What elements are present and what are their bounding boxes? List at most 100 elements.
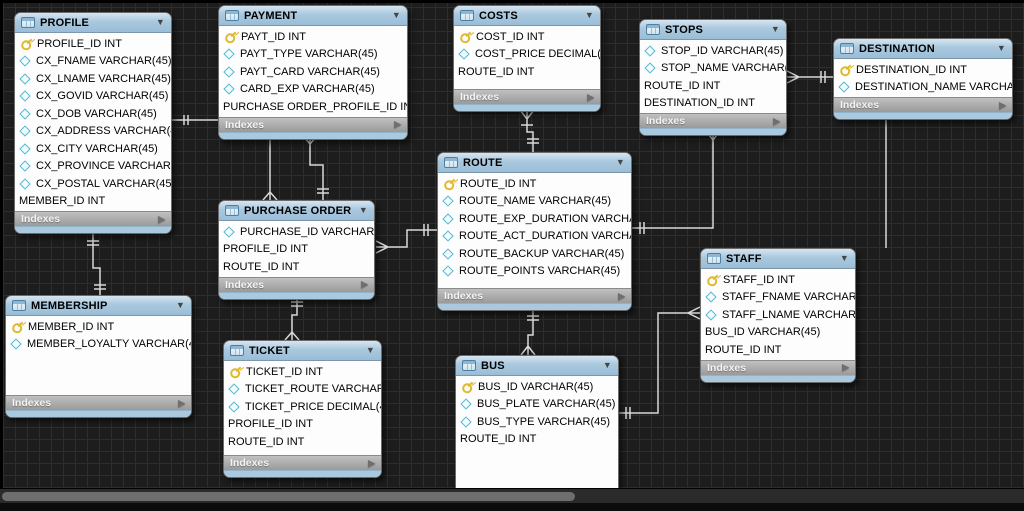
column-row[interactable]: STAFF_FNAME VARCHAR(45) <box>701 289 855 307</box>
indexes-bar[interactable]: Indexes▶ <box>640 113 786 128</box>
table-header[interactable]: STOPS▼ <box>640 20 786 40</box>
column-row[interactable]: DESTINATION_ID INT <box>834 61 1012 79</box>
table-header[interactable]: ROUTE▼ <box>438 153 631 173</box>
indexes-expand-icon[interactable]: ▶ <box>842 362 849 372</box>
relationship-costs-route[interactable] <box>519 109 539 152</box>
column-row[interactable]: TICKET_ROUTE VARCHAR(45) <box>224 381 381 399</box>
collapse-arrow-icon[interactable]: ▼ <box>770 24 780 34</box>
collapse-arrow-icon[interactable]: ▼ <box>584 10 594 20</box>
relationship-purchase-order-route[interactable] <box>375 224 437 254</box>
table-stops[interactable]: STOPS▼ STOP_ID VARCHAR(45)STOP_NAME VARCH… <box>639 19 787 136</box>
table-header[interactable]: DESTINATION▼ <box>834 39 1012 59</box>
column-row[interactable]: BUS_PLATE VARCHAR(45) <box>456 396 618 414</box>
indexes-expand-icon[interactable]: ▶ <box>361 279 368 289</box>
relationship-payment-purchase-order[interactable] <box>302 135 329 200</box>
indexes-bar[interactable]: Indexes▶ <box>219 276 374 292</box>
column-row[interactable]: PROFILE_ID INT <box>224 416 381 434</box>
column-row[interactable]: PAYT_TYPE VARCHAR(45) <box>219 46 407 64</box>
relationship-bus-staff[interactable] <box>619 306 701 419</box>
column-row[interactable]: DESTINATION_ID INT <box>640 95 786 113</box>
indexes-bar[interactable]: Indexes▶ <box>701 359 855 375</box>
column-row[interactable]: ROUTE_ID INT <box>454 63 600 81</box>
indexes-expand-icon[interactable]: ▶ <box>394 119 401 129</box>
table-bus[interactable]: BUS▼ BUS_ID VARCHAR(45)BUS_PLATE VARCHAR(… <box>455 355 619 488</box>
table-header[interactable]: PROFILE▼ <box>15 13 171 33</box>
collapse-arrow-icon[interactable]: ▼ <box>839 253 849 263</box>
column-row[interactable]: CX_PROVINCE VARCHAR(45) <box>15 158 171 176</box>
column-row[interactable]: COST_PRICE DECIMAL(45) <box>454 46 600 64</box>
table-header[interactable]: BUS▼ <box>456 356 618 376</box>
column-row[interactable]: MEMBER_ID INT <box>15 193 171 211</box>
horizontal-scrollbar-track[interactable] <box>0 488 1024 503</box>
column-row[interactable]: STAFF_LNAME VARCHAR(45) <box>701 306 855 324</box>
column-row[interactable]: CX_GOVID VARCHAR(45) <box>15 88 171 106</box>
indexes-expand-icon[interactable]: ▶ <box>618 290 625 301</box>
column-row[interactable]: COST_ID INT <box>454 28 600 46</box>
column-row[interactable]: PROFILE_ID INT <box>219 241 374 259</box>
relationship-profile-membership[interactable] <box>87 234 106 295</box>
column-row[interactable]: PURCHASE_ID VARCHAR(45) <box>219 223 374 241</box>
collapse-arrow-icon[interactable]: ▼ <box>615 157 625 167</box>
relationship-purchase-order-ticket[interactable] <box>284 294 303 341</box>
indexes-bar[interactable]: Indexes▶ <box>438 288 631 303</box>
column-row[interactable]: CX_CITY VARCHAR(45) <box>15 140 171 158</box>
column-row[interactable]: TICKET_ID INT <box>224 363 381 381</box>
indexes-expand-icon[interactable]: ▶ <box>587 91 594 102</box>
horizontal-scrollbar-thumb[interactable] <box>2 492 575 501</box>
indexes-expand-icon[interactable]: ▶ <box>773 115 780 126</box>
column-row[interactable]: CX_FNAME VARCHAR(45) <box>15 53 171 71</box>
column-row[interactable]: STOP_NAME VARCHAR(45) <box>640 60 786 78</box>
table-header[interactable]: PURCHASE ORDER▼ <box>219 201 374 221</box>
collapse-arrow-icon[interactable]: ▼ <box>602 360 612 370</box>
indexes-expand-icon[interactable]: ▶ <box>158 213 165 224</box>
column-row[interactable]: ROUTE_NAME VARCHAR(45) <box>438 193 631 211</box>
collapse-arrow-icon[interactable]: ▼ <box>155 17 165 27</box>
indexes-expand-icon[interactable]: ▶ <box>178 397 185 408</box>
indexes-expand-icon[interactable]: ▶ <box>999 99 1006 110</box>
table-header[interactable]: COSTS▼ <box>454 6 600 26</box>
indexes-bar[interactable]: Indexes▶ <box>219 116 407 132</box>
column-row[interactable]: ROUTE_ID INT <box>438 175 631 193</box>
column-row[interactable]: STOP_ID VARCHAR(45) <box>640 42 786 60</box>
indexes-bar[interactable]: Indexes▶ <box>6 395 191 410</box>
column-row[interactable]: BUS_ID VARCHAR(45) <box>701 324 855 342</box>
table-header[interactable]: MEMBERSHIP▼ <box>6 296 191 316</box>
column-row[interactable]: PAYT_CARD VARCHAR(45) <box>219 63 407 81</box>
column-row[interactable]: CX_ADDRESS VARCHAR(45) <box>15 123 171 141</box>
column-row[interactable]: MEMBER_ID INT <box>6 318 191 336</box>
column-row[interactable]: PAYT_ID INT <box>219 28 407 46</box>
column-row[interactable]: BUS_TYPE VARCHAR(45) <box>456 413 618 431</box>
column-row[interactable]: ROUTE_ID INT <box>219 258 374 276</box>
column-row[interactable]: ROUTE_ID INT <box>640 77 786 95</box>
collapse-arrow-icon[interactable]: ▼ <box>391 10 401 20</box>
column-row[interactable]: MEMBER_LOYALTY VARCHAR(45) <box>6 336 191 354</box>
indexes-bar[interactable]: Indexes▶ <box>834 97 1012 112</box>
column-row[interactable]: CX_POSTAL VARCHAR(45) <box>15 175 171 193</box>
column-row[interactable]: ROUTE_ID INT <box>456 431 618 449</box>
column-row[interactable]: ROUTE_ID INT <box>224 433 381 451</box>
table-header[interactable]: PAYMENT▼ <box>219 6 407 26</box>
table-header[interactable]: STAFF▼ <box>701 249 855 269</box>
column-row[interactable]: CX_DOB VARCHAR(45) <box>15 105 171 123</box>
table-purchase_order[interactable]: PURCHASE ORDER▼ PURCHASE_ID VARCHAR(45)PR… <box>218 200 375 300</box>
indexes-bar[interactable]: Indexes▶ <box>454 89 600 104</box>
column-row[interactable]: BUS_ID VARCHAR(45) <box>456 378 618 396</box>
column-row[interactable]: ROUTE_ID INT <box>701 341 855 359</box>
collapse-arrow-icon[interactable]: ▼ <box>175 300 185 310</box>
column-row[interactable]: ROUTE_BACKUP VARCHAR(45) <box>438 245 631 263</box>
column-row[interactable]: CX_LNAME VARCHAR(45) <box>15 70 171 88</box>
collapse-arrow-icon[interactable]: ▼ <box>358 205 368 215</box>
column-row[interactable]: ROUTE_POINTS VARCHAR(45) <box>438 263 631 281</box>
column-row[interactable]: TICKET_PRICE DECIMAL(45) <box>224 398 381 416</box>
column-row[interactable]: STAFF_ID INT <box>701 271 855 289</box>
relationship-route-bus[interactable] <box>520 309 539 356</box>
column-row[interactable]: DESTINATION_NAME VARCHAR(45) <box>834 79 1012 97</box>
indexes-expand-icon[interactable]: ▶ <box>368 457 375 468</box>
